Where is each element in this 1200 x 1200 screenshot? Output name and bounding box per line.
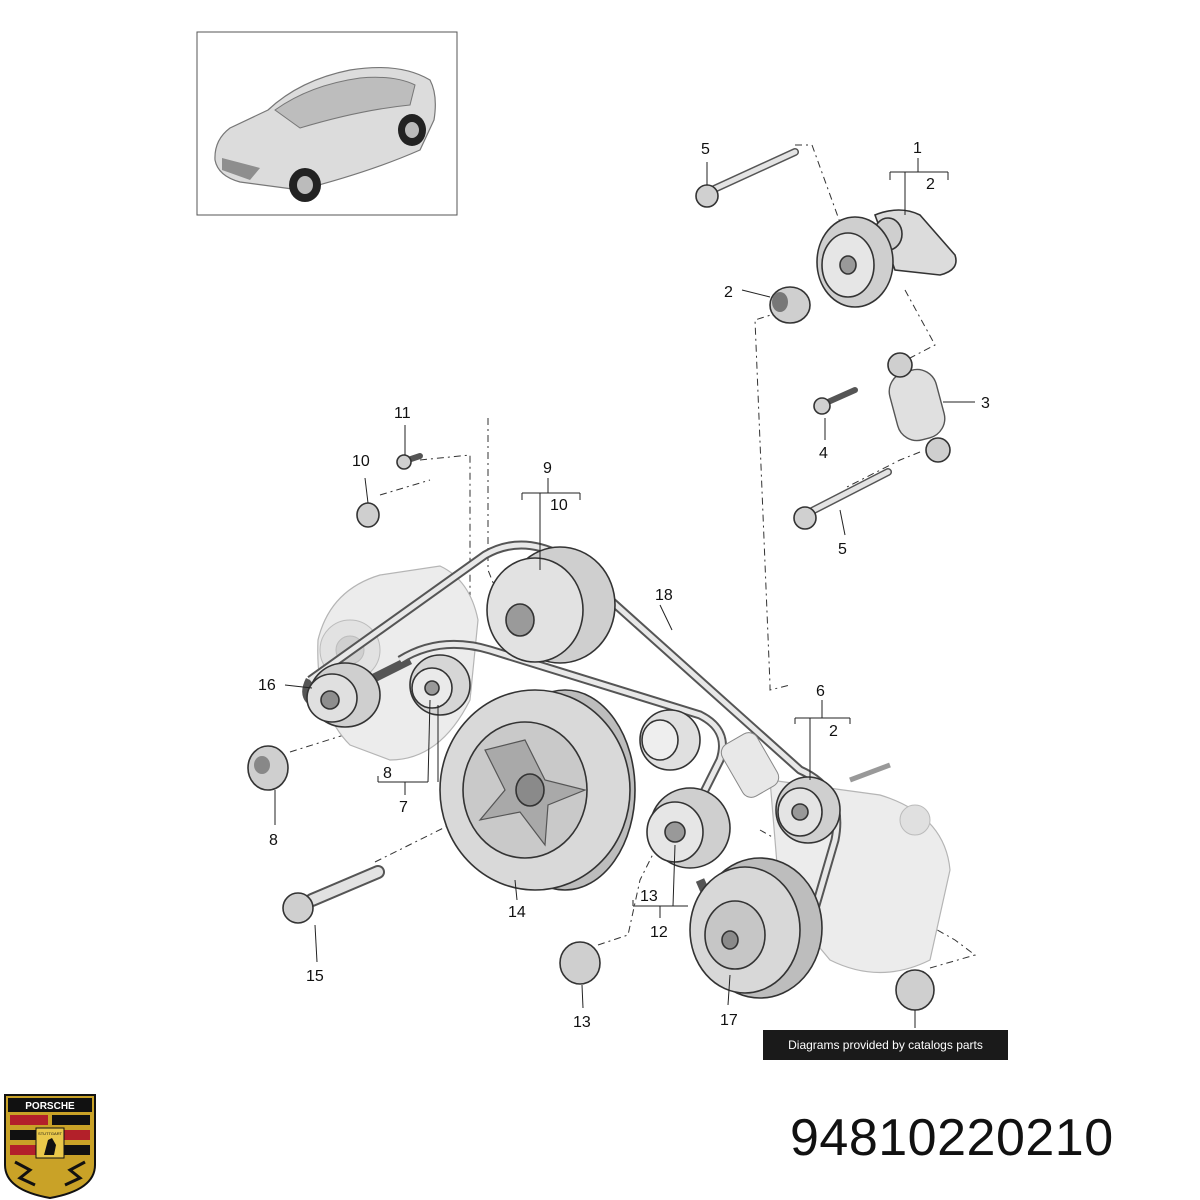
callout-4: 4 [819, 445, 828, 462]
callout-16: 16 [258, 677, 276, 694]
crest-stuttgart-text: STUTTGART [38, 1131, 62, 1136]
cap-13 [559, 941, 601, 985]
belt-tensioner-1 [816, 209, 957, 308]
callout-6: 6 [816, 683, 825, 700]
callout-14: 14 [508, 904, 526, 921]
vehicle-thumbnail [196, 31, 458, 216]
damper-3 [887, 352, 951, 463]
callout-10-group: 10 [550, 497, 568, 514]
tensioner-pulley-6 [775, 776, 841, 844]
callout-7: 7 [399, 799, 408, 816]
callout-labels: 1 2 2 3 4 5 5 6 2 7 8 8 9 10 10 11 12 13… [258, 140, 990, 1031]
part-number: 94810220210 [790, 1109, 1114, 1167]
water-pump-pulley [486, 546, 616, 664]
compressor-pulley [689, 857, 823, 999]
diagram-credit-banner: Diagrams provided by catalogs parts [763, 1030, 1008, 1060]
alternator-pulley [306, 662, 381, 728]
callout-3: 3 [981, 395, 990, 412]
callout-11: 11 [394, 405, 411, 422]
idler-pulley-7 [409, 654, 471, 716]
callout-8-group: 8 [383, 765, 392, 782]
callout-13-group: 13 [640, 888, 658, 905]
callout-10-cap: 10 [352, 453, 370, 470]
callout-5-top: 5 [701, 141, 710, 158]
porsche-crest-logo: PORSCHE STUTTGART [4, 1094, 96, 1200]
bolt-11 [396, 453, 423, 470]
bolt-5-top [695, 148, 799, 208]
callout-13-cap: 13 [573, 1014, 591, 1031]
lower-tensioner [639, 709, 780, 798]
idler-pulley-12 [646, 787, 731, 869]
bolt-4 [813, 387, 858, 415]
callout-18: 18 [655, 587, 673, 604]
callout-17: 17 [720, 1012, 738, 1029]
crest-wordmark: PORSCHE [25, 1101, 75, 1112]
callout-2-cap: 2 [724, 284, 733, 301]
callout-2-tensioner: 2 [926, 176, 935, 193]
callout-9: 9 [543, 460, 552, 477]
callout-5-bottom: 5 [838, 541, 847, 558]
crankshaft-pulley [439, 689, 636, 891]
callout-8-cap: 8 [269, 832, 278, 849]
cap-2-bottom [895, 969, 935, 1011]
bolt-5-bottom [793, 468, 892, 530]
horse-icon [44, 1138, 56, 1155]
cap-10 [356, 502, 380, 528]
suv-icon [214, 66, 436, 202]
callout-2-tensioner-6: 2 [829, 723, 838, 740]
cap-8 [247, 745, 289, 791]
leader-lines [274, 158, 975, 1028]
callout-12: 12 [650, 924, 668, 941]
callout-15: 15 [306, 968, 324, 985]
cover-cap-2 [769, 286, 811, 324]
callout-1: 1 [913, 140, 922, 157]
bolt-15 [282, 865, 385, 924]
